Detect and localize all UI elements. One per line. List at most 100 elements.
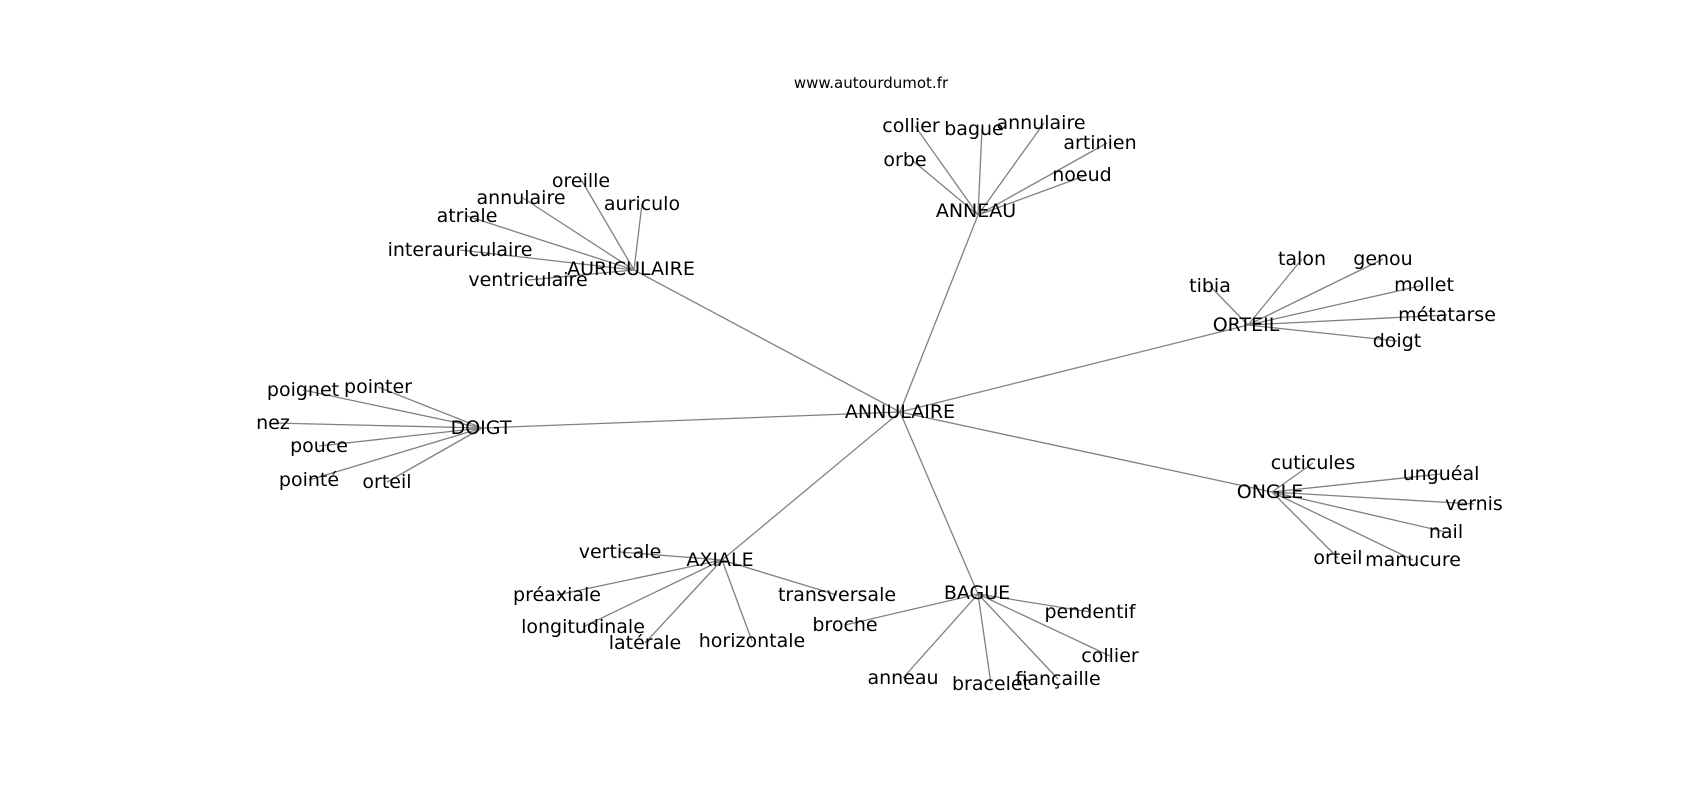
leaf-word-node[interactable]: verticale xyxy=(579,541,662,563)
edge-auriculaire-word xyxy=(522,197,635,271)
edge-anneau-word xyxy=(911,159,979,216)
leaf-word-node[interactable]: manucure xyxy=(1365,549,1461,571)
edge-doigt-word xyxy=(302,389,483,429)
edge-bague-word xyxy=(844,593,979,626)
edge-bague-word xyxy=(977,593,1111,657)
hub-node[interactable]: ONGLE xyxy=(1237,481,1303,503)
leaf-word-node[interactable]: tibia xyxy=(1189,275,1231,297)
leaf-word-node[interactable]: orteil xyxy=(1313,547,1362,569)
leaf-word-node[interactable]: orbe xyxy=(883,149,926,171)
hub-node[interactable]: AXIALE xyxy=(686,549,753,571)
leaf-word-node[interactable]: mollet xyxy=(1394,274,1454,296)
edge-center-to-axiale xyxy=(721,411,901,561)
hub-node[interactable]: DOIGT xyxy=(451,417,512,439)
leaf-word-node[interactable]: artinien xyxy=(1063,132,1136,154)
edge-ongle-word xyxy=(1271,491,1475,505)
edge-center-to-anneau xyxy=(899,214,979,413)
leaf-word-node[interactable]: nail xyxy=(1429,521,1463,543)
edge-doigt-word xyxy=(386,427,483,483)
edge-center-to-doigt xyxy=(481,411,901,429)
edge-center-to-orteil xyxy=(899,324,1249,413)
edge-axiale-word xyxy=(619,551,723,561)
hub-node[interactable]: BAGUE xyxy=(944,582,1010,604)
edge-center-to-auriculaire xyxy=(633,269,901,413)
edge-anneau-word xyxy=(977,128,983,216)
edge-auriculaire-word xyxy=(633,203,643,271)
edge-ongle-word xyxy=(1271,473,1442,493)
edge-auriculaire-word xyxy=(527,269,635,281)
edge-doigt-word xyxy=(272,422,483,429)
edge-orteil-word xyxy=(1247,284,1425,326)
edge-doigt-word xyxy=(318,427,483,447)
leaf-word-node[interactable]: métatarse xyxy=(1398,304,1496,326)
edge-auriculaire-word xyxy=(459,249,635,271)
edge-auriculaire-word xyxy=(466,215,635,271)
leaf-word-node[interactable]: bague xyxy=(944,118,1004,140)
edge-axiale-word xyxy=(644,559,723,644)
leaf-word-node[interactable]: nez xyxy=(256,412,290,434)
edge-bague-word xyxy=(977,593,1059,680)
leaf-word-node[interactable]: broche xyxy=(812,614,877,636)
graph-labels: www.autourdumot.fr ANNULAIRE ANNEAU orbe co… xyxy=(256,74,1503,695)
leaf-word-node[interactable]: préaxiale xyxy=(513,584,601,606)
leaf-word-node[interactable]: pointé xyxy=(279,469,339,491)
edge-ongle-word xyxy=(1271,491,1447,533)
edge-auriculaire-word xyxy=(581,180,635,271)
leaf-word-node[interactable]: vernis xyxy=(1445,493,1503,515)
leaf-word-node[interactable]: orteil xyxy=(362,471,411,493)
leaf-word-node[interactable]: pouce xyxy=(290,435,348,457)
leaf-word-node[interactable]: talon xyxy=(1278,248,1326,270)
hub-node[interactable]: ANNEAU xyxy=(936,200,1016,222)
edge-axiale-word xyxy=(721,559,838,596)
edge-anneau-word xyxy=(977,122,1045,216)
edge-orteil-word xyxy=(1209,285,1249,326)
leaf-word-node[interactable]: bracelet xyxy=(952,673,1030,695)
edge-ongle-word xyxy=(1271,491,1414,561)
edge-anneau-word xyxy=(977,174,1088,216)
leaf-word-node[interactable]: collier xyxy=(1081,645,1139,667)
leaf-word-node[interactable]: annulaire xyxy=(996,112,1085,134)
edge-axiale-word xyxy=(582,559,723,628)
graph-edges xyxy=(272,122,1475,685)
edge-orteil-word xyxy=(1247,258,1384,326)
leaf-word-node[interactable]: unguéal xyxy=(1403,463,1480,485)
leaf-word-node[interactable]: cuticules xyxy=(1271,452,1356,474)
leaf-word-node[interactable]: transversale xyxy=(778,584,896,606)
edge-center-to-bague xyxy=(899,411,979,595)
leaf-word-node[interactable]: horizontale xyxy=(699,630,805,652)
hub-node[interactable]: ORTEIL xyxy=(1213,314,1280,336)
edge-anneau-word xyxy=(914,125,979,216)
edge-ongle-word xyxy=(1271,491,1339,559)
edge-bague-word xyxy=(902,593,979,679)
leaf-word-node[interactable]: doigt xyxy=(1373,330,1421,352)
leaf-word-node[interactable]: pointer xyxy=(344,376,412,398)
leaf-word-node[interactable]: oreille xyxy=(552,170,610,192)
leaf-word-node[interactable]: interauriculaire xyxy=(388,239,533,261)
edge-doigt-word xyxy=(308,427,483,481)
leaf-word-node[interactable]: atriale xyxy=(437,205,498,227)
edge-orteil-word xyxy=(1247,258,1303,326)
leaf-word-node[interactable]: auriculo xyxy=(604,193,680,215)
edge-bague-word xyxy=(977,593,1091,613)
edge-bague-word xyxy=(977,593,992,685)
edge-ongle-word xyxy=(1271,462,1314,493)
hub-node[interactable]: AURICULAIRE xyxy=(567,258,695,280)
leaf-word-node[interactable]: genou xyxy=(1353,248,1412,270)
leaf-word-node[interactable]: longitudinale xyxy=(521,616,645,638)
leaf-word-node[interactable]: collier xyxy=(882,115,940,137)
edge-orteil-word xyxy=(1247,314,1448,326)
leaf-word-node[interactable]: pendentif xyxy=(1044,601,1136,623)
leaf-word-node[interactable]: anneau xyxy=(867,667,938,689)
leaf-word-node[interactable]: fiançaille xyxy=(1015,668,1100,690)
edge-doigt-word xyxy=(377,386,483,429)
center-node[interactable]: ANNULAIRE xyxy=(845,401,955,423)
leaf-word-node[interactable]: noeud xyxy=(1052,164,1111,186)
edge-axiale-word xyxy=(721,559,753,642)
edge-axiale-word xyxy=(556,559,723,596)
leaf-word-node[interactable]: annulaire xyxy=(476,187,565,209)
leaf-word-node[interactable]: latérale xyxy=(609,632,681,654)
source-watermark: www.autourdumot.fr xyxy=(794,74,949,92)
leaf-word-node[interactable]: ventriculaire xyxy=(468,269,587,291)
leaf-word-node[interactable]: poignet xyxy=(267,379,339,401)
